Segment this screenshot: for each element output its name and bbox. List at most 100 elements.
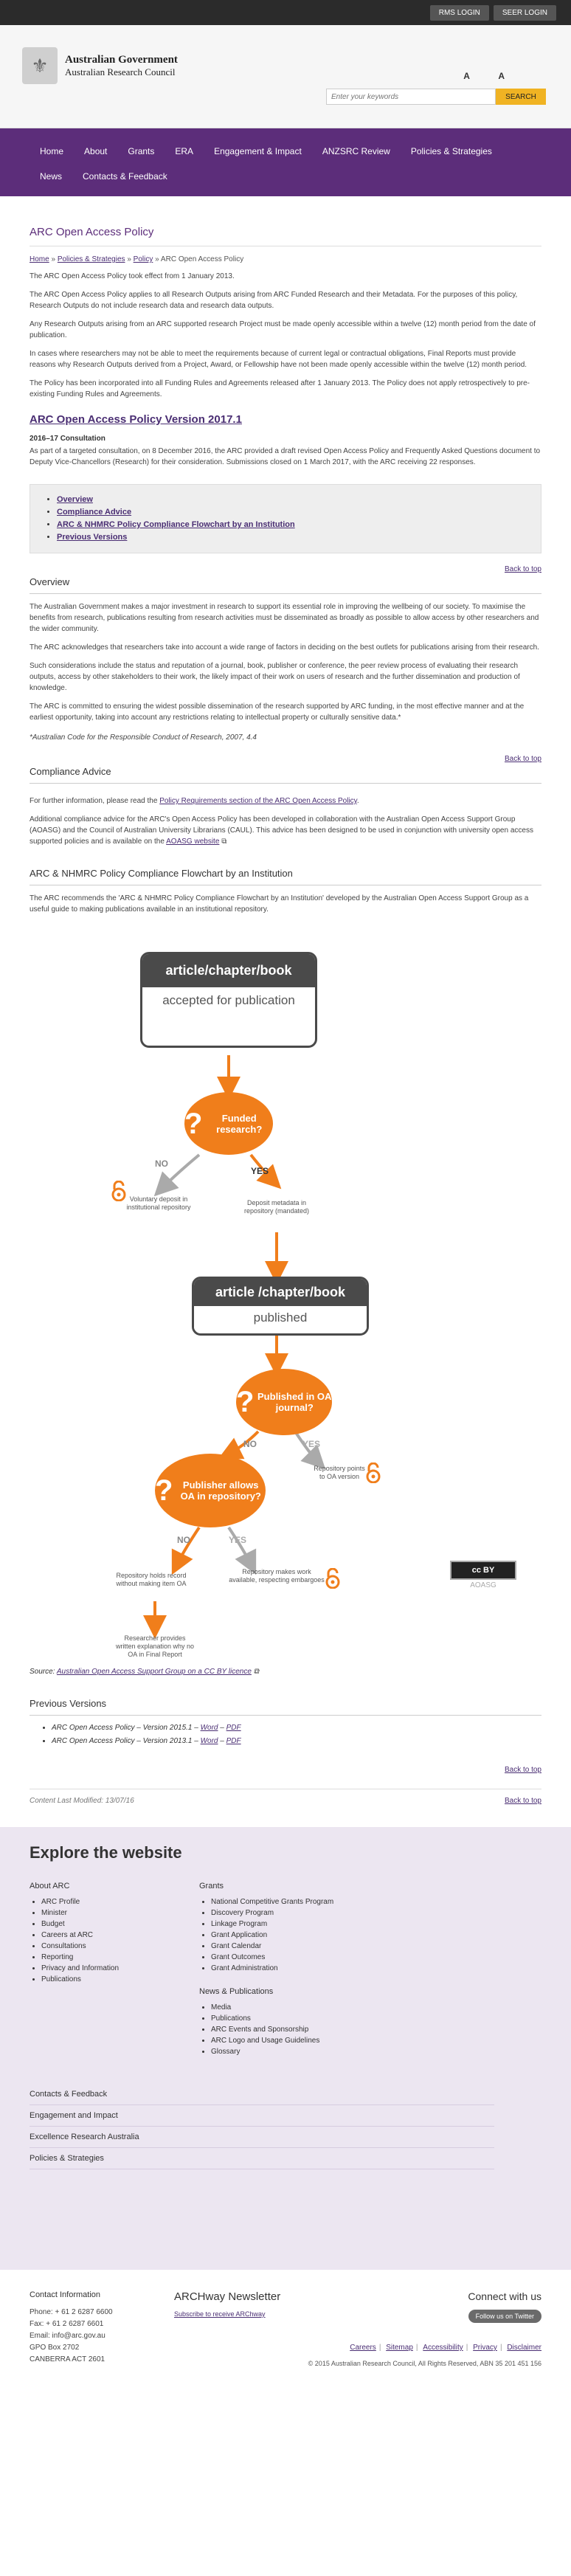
about-link[interactable]: Careers at ARC [41,1931,94,1939]
toc-link-overview[interactable]: Overview [57,495,93,504]
explore-title: Explore the website [30,1843,182,1862]
footer-links: Careers| Sitemap| Accessibility| Privacy… [350,2344,541,2352]
footer-link-disclaimer[interactable]: Disclaimer [507,2344,541,2352]
nav-item-grants[interactable]: Grants [128,146,155,156]
flowchart-arrows [143,1055,326,1639]
about-link[interactable]: Consultations [41,1942,86,1950]
breadcrumb: Home » Policies & Strategies » Policy » … [30,255,244,263]
search-input[interactable] [326,89,496,105]
grants-column: Grants National Competitive Grants Progr… [199,1882,369,2057]
footer-link-sitemap[interactable]: Sitemap [386,2344,413,2352]
back-to-top-link[interactable]: Back to top [504,1797,541,1805]
grants-link[interactable]: Discovery Program [211,1909,274,1917]
news-link[interactable]: ARC Logo and Usage Guidelines [211,2037,320,2045]
quick-link[interactable]: Engagement and Impact [30,2105,494,2127]
nav-item-era[interactable]: ERA [175,146,194,156]
answer-yes-label: YES [229,1535,247,1545]
quick-link[interactable]: Contacts & Feedback [30,2084,494,2105]
about-link[interactable]: ARC Profile [41,1898,80,1906]
about-link[interactable]: Minister [41,1909,68,1917]
about-link[interactable]: Budget [41,1920,65,1928]
repository-makes-label: Repository makes work available, respect… [229,1568,325,1584]
site-footer: Contact Information Phone: + 61 2 6287 6… [0,2270,571,2454]
breadcrumb-policies[interactable]: Policies & Strategies [57,255,125,263]
breadcrumb-home[interactable]: Home [30,255,49,263]
footer-link-privacy[interactable]: Privacy [473,2344,497,2352]
footer-link-careers[interactable]: Careers [350,2344,376,2352]
open-lock-icon [366,1463,381,1483]
nav-item-engagement[interactable]: Engagement & Impact [214,146,302,156]
nav-item-about[interactable]: About [84,146,108,156]
question-funded-bubble: ?Funded research? [184,1092,273,1155]
quick-link[interactable]: Policies & Strategies [30,2148,494,2169]
top-bar: RMS LOGIN SEER LOGIN [0,0,571,25]
breadcrumb-policy[interactable]: Policy [133,255,153,263]
compliance-flowchart: article/chapter/book accepted for public… [30,937,541,1660]
nav-item-policies[interactable]: Policies & Strategies [410,146,492,156]
newsletter-subscribe-link[interactable]: Subscribe to receive ARChway [174,2310,266,2318]
connect-heading: Connect with us [468,2290,541,2302]
toc-link-compliance[interactable]: Compliance Advice [57,508,132,517]
about-link[interactable]: Privacy and Information [41,1964,120,1972]
copyright-text: © 2015 Australian Research Council, All … [308,2360,541,2367]
consultation-text: As part of a targeted consultation, on 8… [30,447,541,466]
grants-link[interactable]: Grant Outcomes [211,1953,266,1961]
about-link[interactable]: Reporting [41,1953,74,1961]
site-logo[interactable]: ⚜ Australian Government Australian Resea… [22,47,178,84]
pdf-download-link[interactable]: PDF [226,1737,241,1745]
nav-item-news[interactable]: News [40,171,63,182]
about-column: About ARC ARC Profile Minister Budget Ca… [30,1882,199,2057]
word-download-link[interactable]: Word [200,1724,218,1732]
about-heading: About ARC [30,1882,70,1890]
overview-paragraph: The ARC is committed to ensuring the wid… [30,702,525,722]
aoasg-website-link[interactable]: AOASG website [166,838,220,846]
news-link[interactable]: Glossary [211,2048,240,2056]
footer-link-accessibility[interactable]: Accessibility [423,2344,463,2352]
news-link[interactable]: ARC Events and Sponsorship [211,2026,309,2034]
pdf-download-link[interactable]: PDF [226,1724,241,1732]
newsletter-heading: ARCHway Newsletter [174,2290,281,2303]
previous-versions-list: ARC Open Access Policy – Version 2015.1 … [30,1722,541,1748]
back-to-top-link[interactable]: Back to top [504,565,541,573]
grants-link[interactable]: Grant Calendar [211,1942,262,1950]
rms-login-button[interactable]: RMS LOGIN [429,4,489,21]
toc-link-previous[interactable]: Previous Versions [57,533,128,542]
news-link[interactable]: Publications [211,2014,251,2023]
cc-by-licence-badge: cc BY AOASG [450,1561,516,1589]
nav-item-home[interactable]: Home [40,146,64,156]
aoasg-source-link[interactable]: Australian Open Access Support Group on … [56,1668,252,1676]
about-link[interactable]: Publications [41,1975,81,1983]
grants-link[interactable]: Grant Administration [211,1964,278,1972]
font-size-controls[interactable]: A A [463,71,518,81]
policy-requirements-link[interactable]: Policy Requirements section of the ARC O… [159,797,357,805]
twitter-follow-button[interactable]: Follow us on Twitter [468,2310,541,2323]
compliance-paragraph-2: Additional compliance advice for the ARC… [30,815,533,846]
search-form: SEARCH [326,89,546,105]
grants-link[interactable]: National Competitive Grants Program [211,1898,334,1906]
intro-paragraph: Any Research Outputs arising from an ARC… [30,320,536,339]
open-lock-icon [111,1181,126,1201]
toc-link-flowchart[interactable]: ARC & NHMRC Policy Compliance Flowchart … [57,520,295,529]
list-item: ARC Open Access Policy – Version 2015.1 … [52,1722,541,1735]
open-lock-icon [325,1568,340,1589]
question-oa-journal-bubble: ?Published in OA journal? [236,1369,332,1435]
grants-link[interactable]: Linkage Program [211,1920,268,1928]
news-link[interactable]: Media [211,2003,232,2012]
flowchart-description: The ARC recommends the 'ARC & NHMRC Poli… [30,894,529,914]
word-download-link[interactable]: Word [200,1737,218,1745]
quick-link[interactable]: Excellence Research Australia [30,2127,494,2148]
overview-paragraph: The Australian Government makes a major … [30,603,539,633]
repository-points-label: Repository points to OA version [314,1465,365,1480]
nav-item-contacts[interactable]: Contacts & Feedback [83,171,167,182]
nav-item-anzsrc[interactable]: ANZSRC Review [322,146,390,156]
policy-version-link[interactable]: ARC Open Access Policy Version 2017.1 [30,413,242,426]
back-to-top-link[interactable]: Back to top [504,1766,541,1774]
grants-link[interactable]: Grant Application [211,1931,268,1939]
overview-paragraph: Such considerations include the status a… [30,662,520,692]
seer-login-button[interactable]: SEER LOGIN [493,4,556,21]
answer-yes-label: YES [251,1166,269,1176]
search-button[interactable]: SEARCH [496,89,546,105]
grants-heading: Grants [199,1882,224,1890]
compliance-paragraph-1: For further information, please read the… [30,797,359,805]
back-to-top-link[interactable]: Back to top [504,755,541,763]
